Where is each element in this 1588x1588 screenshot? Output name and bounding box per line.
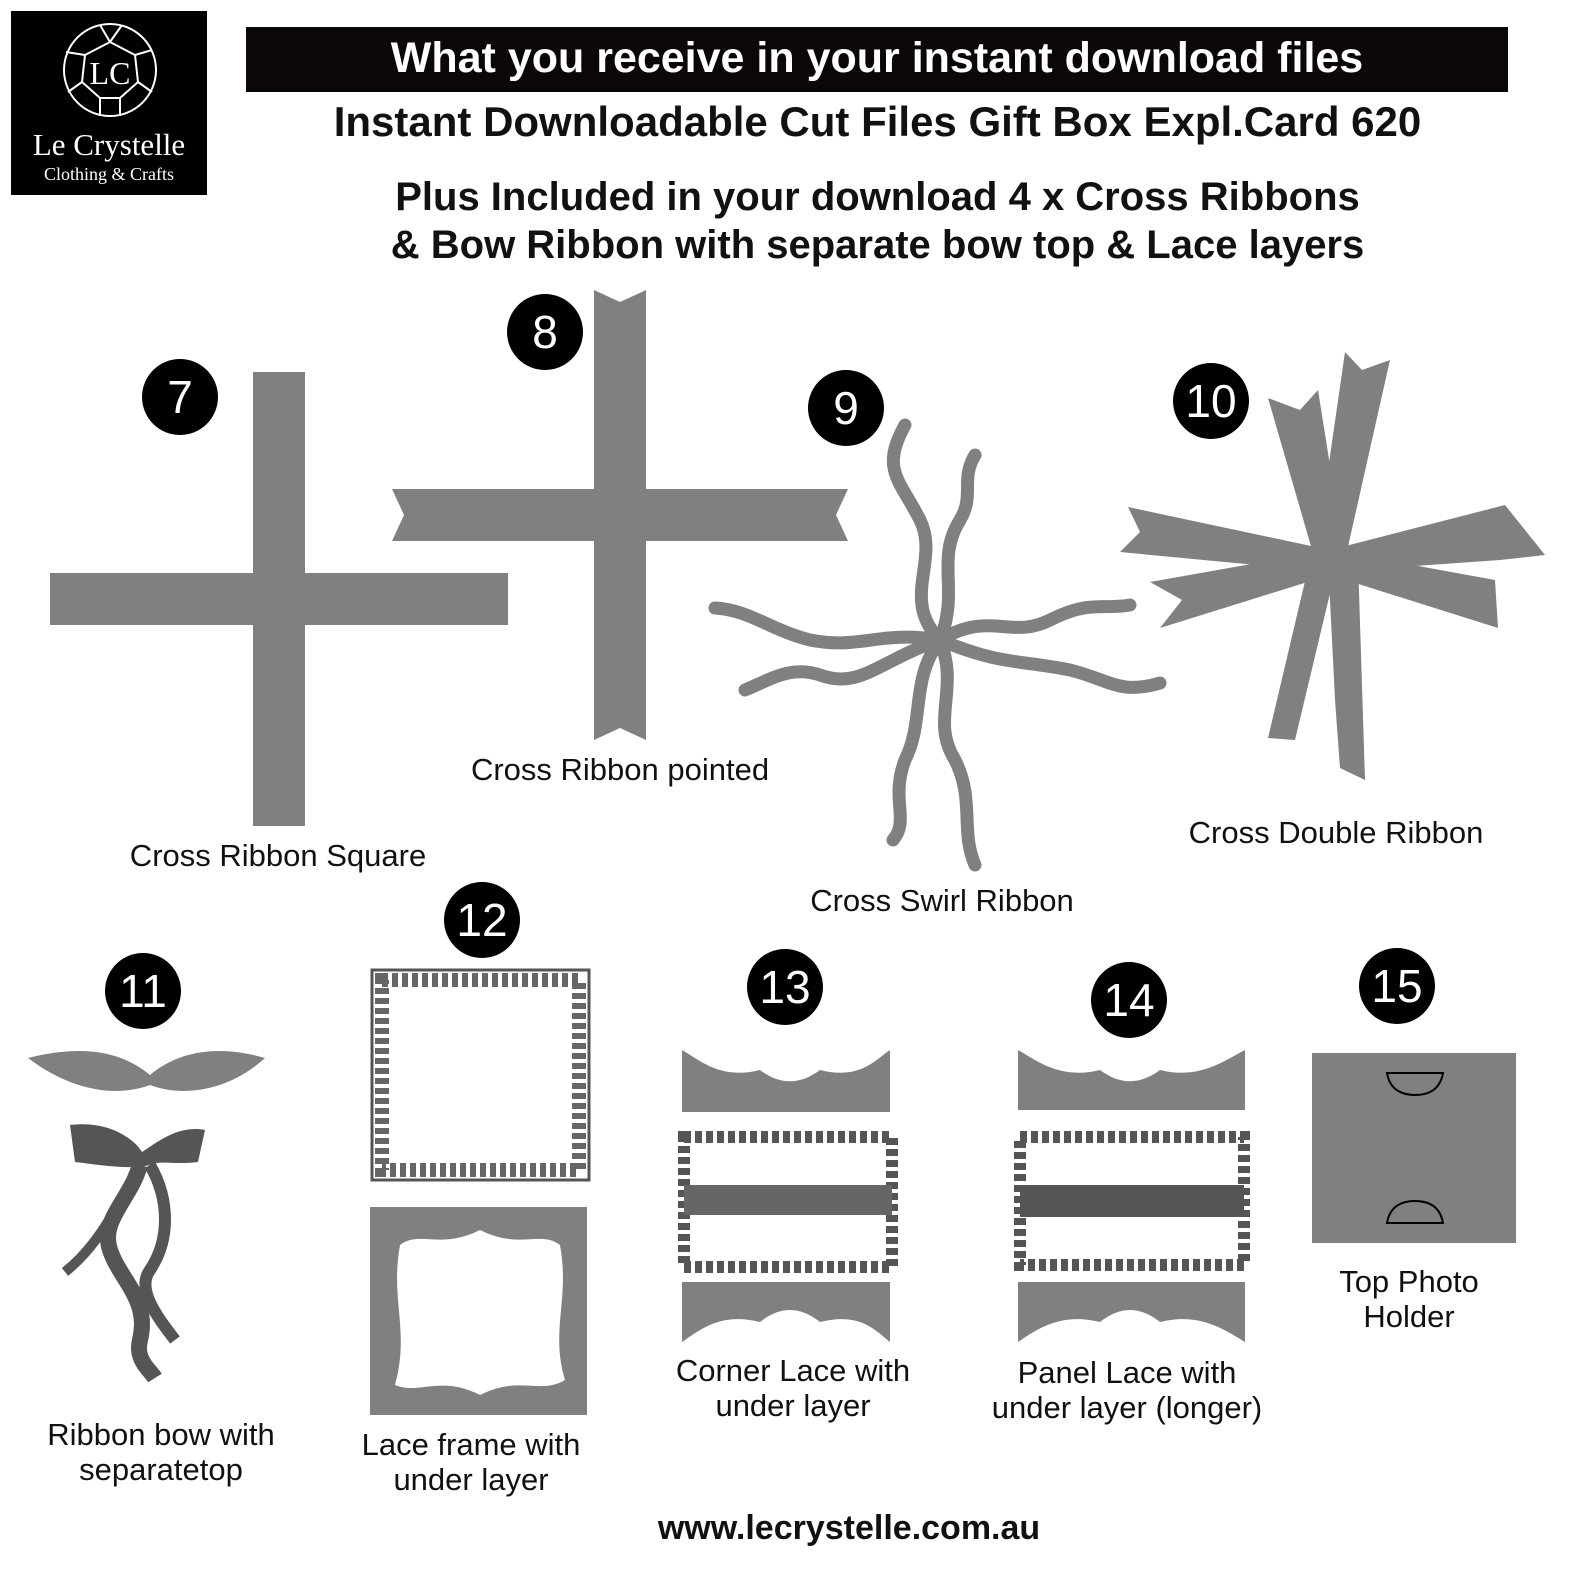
label-ribbon-bow: Ribbon bow with separatetop	[47, 1417, 274, 1487]
number-badge-14: 14	[1091, 962, 1167, 1038]
number-badge-9: 9	[808, 370, 884, 446]
label-panel-lace: Panel Lace with under layer (longer)	[992, 1355, 1263, 1425]
number-badge-13: 13	[747, 949, 823, 1025]
label-line-2: under layer	[715, 1388, 871, 1423]
logo-emblem: LC	[63, 23, 157, 117]
label-cross-ribbon-pointed: Cross Ribbon pointed	[470, 752, 770, 787]
label-line-2: under layer (longer)	[991, 1390, 1263, 1425]
crystal-emblem-icon	[63, 23, 157, 117]
logo-name: Le Crystelle	[32, 127, 186, 162]
corner-lace-shape	[678, 1050, 898, 1342]
website-url: www.lecrystelle.com.au	[657, 1509, 1041, 1547]
cross-ribbon-square-shape	[50, 372, 508, 826]
label-line-1: Panel Lace with	[1017, 1355, 1237, 1390]
top-photo-holder-shape	[1312, 1053, 1516, 1243]
number-badge-10: 10	[1173, 363, 1249, 439]
header-banner: What you receive in your instant downloa…	[246, 27, 1508, 92]
logo-monogram: LC	[90, 55, 131, 91]
plus-line-1: Plus Included in your download 4 x Cross…	[395, 175, 1360, 219]
lace-frame-shape	[370, 968, 591, 1415]
label-line-1: Lace frame with	[361, 1427, 581, 1462]
number-badge-12: 12	[444, 882, 520, 958]
label-line-2: under layer	[393, 1462, 549, 1497]
number-badge-15: 15	[1359, 948, 1435, 1024]
logo-tagline: Clothing & Crafts	[44, 164, 174, 184]
number-badge-11: 11	[105, 953, 181, 1029]
label-top-photo-holder: Top Photo Holder	[1339, 1264, 1479, 1334]
number-badge-8: 8	[507, 294, 583, 370]
label-corner-lace: Corner Lace with under layer	[676, 1353, 910, 1423]
number-badge-7: 7	[142, 359, 218, 435]
label-cross-swirl-ribbon: Cross Swirl Ribbon	[810, 883, 1074, 918]
cross-swirl-ribbon-shape	[708, 418, 1167, 872]
label-line-1: Corner Lace with	[675, 1353, 911, 1388]
label-line-2: Holder	[1363, 1299, 1455, 1334]
cross-double-ribbon-shape	[1120, 352, 1545, 780]
label-line-1: Ribbon bow with	[47, 1417, 275, 1452]
label-cross-ribbon-square: Cross Ribbon Square	[129, 838, 427, 873]
ribbon-bow-shape	[28, 1051, 265, 1383]
cross-ribbon-pointed-shape	[392, 290, 848, 740]
brand-logo: LC Le Crystelle Clothing & Crafts	[11, 11, 207, 195]
label-lace-frame: Lace frame with under layer	[362, 1427, 581, 1497]
label-line-2: separatetop	[79, 1452, 243, 1487]
panel-lace-shape	[1014, 1050, 1250, 1342]
subtitle: Instant Downloadable Cut Files Gift Box …	[333, 98, 1422, 145]
label-line-1: Top Photo	[1339, 1264, 1479, 1299]
label-cross-double-ribbon: Cross Double Ribbon	[1188, 815, 1484, 850]
plus-line-2: & Bow Ribbon with separate bow top & Lac…	[390, 223, 1365, 267]
